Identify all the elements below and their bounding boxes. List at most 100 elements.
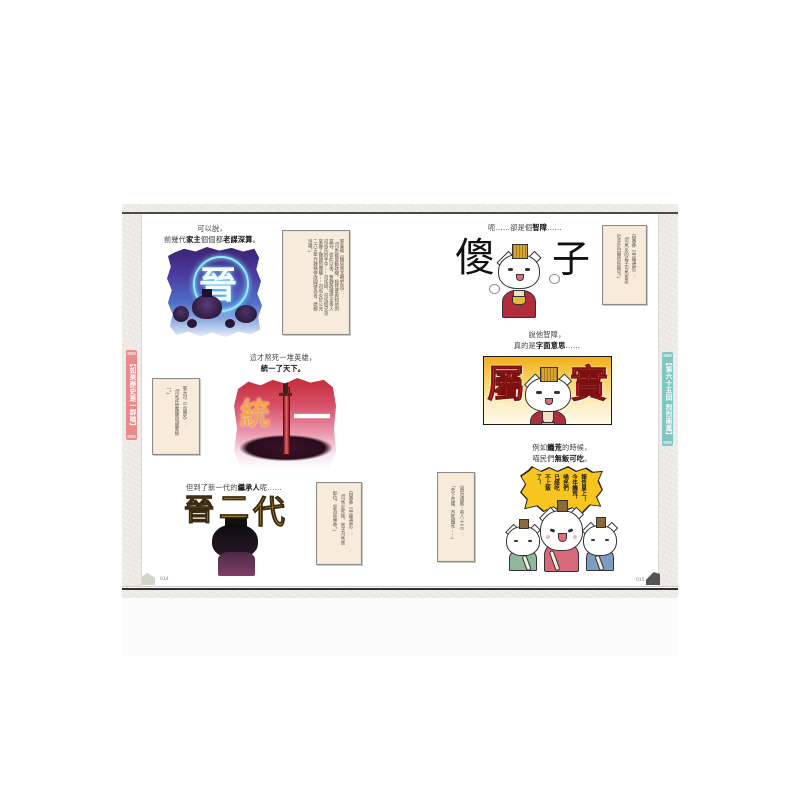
unify-glyph-1: 統 xyxy=(240,397,270,432)
caption-text: 前幾代 xyxy=(163,235,187,244)
caption-text: 但到了新一代的 xyxy=(185,483,238,492)
book-top-rule xyxy=(122,212,678,214)
cat-hat xyxy=(557,500,568,513)
caption-line: 例如饑荒的時候， xyxy=(532,442,591,453)
cat-hat xyxy=(518,519,530,530)
cat-head xyxy=(525,376,571,413)
cat-eye xyxy=(554,390,560,394)
unify-illustration xyxy=(234,378,336,470)
literal-glyph-1: 屬 xyxy=(487,362,526,406)
book-bottom-thin-rule xyxy=(122,586,678,587)
quote-column: 「司馬氏篡魏實現國家統 xyxy=(174,386,179,436)
caption-line: 這才熬死一堆英雄， xyxy=(250,352,317,363)
cat-eye xyxy=(524,267,530,271)
right-side-tab: 【第六十五回 烈烈南風】 xyxy=(662,352,673,446)
cat-mouth xyxy=(516,273,524,281)
caption-text: …… xyxy=(547,223,562,232)
quote-column: 一。」 xyxy=(166,386,171,398)
second-gen-glyph-1: 晉 xyxy=(184,493,215,528)
official-cat-green xyxy=(505,519,541,572)
quote-text: 張大可《三國史》： 「司馬氏篡魏實現國家統 一。」 xyxy=(164,386,188,436)
quote-box: 張金龍《魏晉南北朝史話》： 「司馬懿發動政變，殺死曹爽和他的 黨羽，從此以後，曹… xyxy=(282,230,350,335)
bubble-column: 今年饑荒， xyxy=(571,474,577,502)
speech-bubble-text: 報告皇上！ 今年饑荒， 喵民們 已經吃 不上飯 了！ xyxy=(533,474,587,508)
quote-column: 「司馬懿發動政變，殺死曹爽和他的 xyxy=(333,239,339,311)
caption-line: 統一了天下。 xyxy=(250,363,317,374)
sword-hilt xyxy=(279,393,292,396)
quote-column: 二六五年代魏稱帝改國號為晉，建都 xyxy=(312,239,318,311)
literal-panel: 屬 實 xyxy=(483,356,612,425)
right-caption-1: 呃……卻是個智障…… xyxy=(488,222,562,233)
quote-column: 掌握了魏國的實權……司馬炎於公元 xyxy=(317,239,323,311)
caption-emphasis: 老謀深算 xyxy=(223,235,253,244)
right-caption-2: 說他智障， 真的是字面意思…… xyxy=(514,329,581,351)
caption-text: 的時候， xyxy=(562,443,592,452)
quote-source: 白壽彝《中國通史》： xyxy=(348,491,353,536)
cat-blush xyxy=(573,534,577,539)
emperor-cat-fool xyxy=(496,244,542,318)
quote-column: 黨羽，從此以後，曹魏政權完全落入 xyxy=(328,239,334,311)
caption-text: 個個都 xyxy=(200,235,224,244)
caption-text: 例如 xyxy=(532,443,548,452)
quote-box: 《資治通鑑・卷八十三》： 「天下荒饉，百姓餓死……」 xyxy=(437,472,475,562)
book-bottom-rule xyxy=(122,588,678,590)
cat-eye xyxy=(536,390,542,394)
cat-silhouette-small-2 xyxy=(225,319,235,328)
page-corner-icon xyxy=(142,573,155,585)
fool-glyph-1: 傻 xyxy=(455,235,495,281)
quote-column: 即位，是為晉惠帝。」 xyxy=(332,491,337,534)
caption-line: 真的是字面意思…… xyxy=(514,340,581,351)
cat-eye xyxy=(514,539,519,542)
quote-source: 張大可《三國史》： xyxy=(182,386,187,427)
caption-text: 可以說， xyxy=(197,224,227,233)
cat-silhouette-small-1 xyxy=(187,319,197,328)
caption-emphasis: 饑荒 xyxy=(547,443,562,452)
official-cat-red xyxy=(538,500,585,572)
cat-mouth xyxy=(558,533,567,543)
cat-eye xyxy=(508,267,514,271)
quote-column: 「司馬炎的長子司馬衷是 xyxy=(623,234,629,284)
emperor-cat-literal xyxy=(524,367,572,424)
heir-silhouette-body xyxy=(218,552,255,576)
official-cat-blue xyxy=(582,517,618,572)
quote-text: 白壽彝《中國通史》： 「司馬炎死後，其子司馬衷 即位，是為晉惠帝。」 xyxy=(330,491,354,545)
caption-line: 可以說， xyxy=(164,223,260,234)
cat-head xyxy=(506,526,540,557)
book-top-edge xyxy=(122,204,678,212)
caption-emphasis: 統一了天下。 xyxy=(260,364,306,373)
bubble-column: 了！ xyxy=(535,474,541,486)
quote-box: 張大可《三國史》： 「司馬氏篡魏實現國家統 一。」 xyxy=(152,378,200,455)
right-caption-3: 例如饑荒的時候， 喵民們無飯可吃。 xyxy=(532,442,591,464)
caption-text: 。 xyxy=(252,235,261,244)
quote-box: 白壽彝《中國通史》： 「司馬炎死後，其子司馬衷 即位，是為晉惠帝。」 xyxy=(316,482,362,565)
page-number-right: 015 xyxy=(636,578,645,583)
fool-glyph-2: 子 xyxy=(552,237,591,281)
cat-eye xyxy=(527,539,532,542)
quote-source: 白壽彝《中國通史》： xyxy=(631,234,636,279)
quote-column: 司馬氏的手中……司馬師、司馬昭兄弟 xyxy=(323,239,329,316)
caption-text: …… xyxy=(565,341,581,350)
quote-box: 白壽彝《中國通史》： 「司馬炎的長子司馬衷是 近乎於白癡的低能兒。」 xyxy=(602,225,647,305)
book-shadow-area xyxy=(122,598,678,656)
quote-column: 「天下荒饉，百姓餓死……」 xyxy=(450,483,455,542)
quote-column: 洛陽。」 xyxy=(307,239,313,255)
caption-emphasis: 無飯可吃 xyxy=(554,454,585,463)
gold-bowl xyxy=(540,421,556,424)
quote-text: 張金龍《魏晉南北朝史話》： 「司馬懿發動政變，殺死曹爽和他的 黨羽，從此以後，曹… xyxy=(307,239,344,316)
bubble-column: 喵民們 xyxy=(562,474,568,491)
cat-silhouette-center xyxy=(192,295,222,319)
left-caption-3: 但到了新一代的繼承人呢…… xyxy=(186,482,282,493)
quote-source: 《資治通鑑・卷八十三》： xyxy=(459,483,464,537)
caption-text: 這才熬死一堆英雄， xyxy=(249,353,317,362)
page-number-left: 014 xyxy=(160,577,169,582)
cat-mouth xyxy=(544,397,554,406)
caption-text: 。 xyxy=(584,454,592,463)
cat-blush xyxy=(546,534,550,539)
caption-emphasis: 智障 xyxy=(532,223,548,232)
caption-line: 說他智障， xyxy=(514,329,581,340)
caption-emphasis: 字面意思 xyxy=(535,341,566,350)
cat-crown xyxy=(540,367,558,382)
second-gen-glyph-3: 代 xyxy=(253,493,286,531)
caption-emphasis: 繼承人 xyxy=(237,483,260,492)
cat-head xyxy=(540,510,583,551)
